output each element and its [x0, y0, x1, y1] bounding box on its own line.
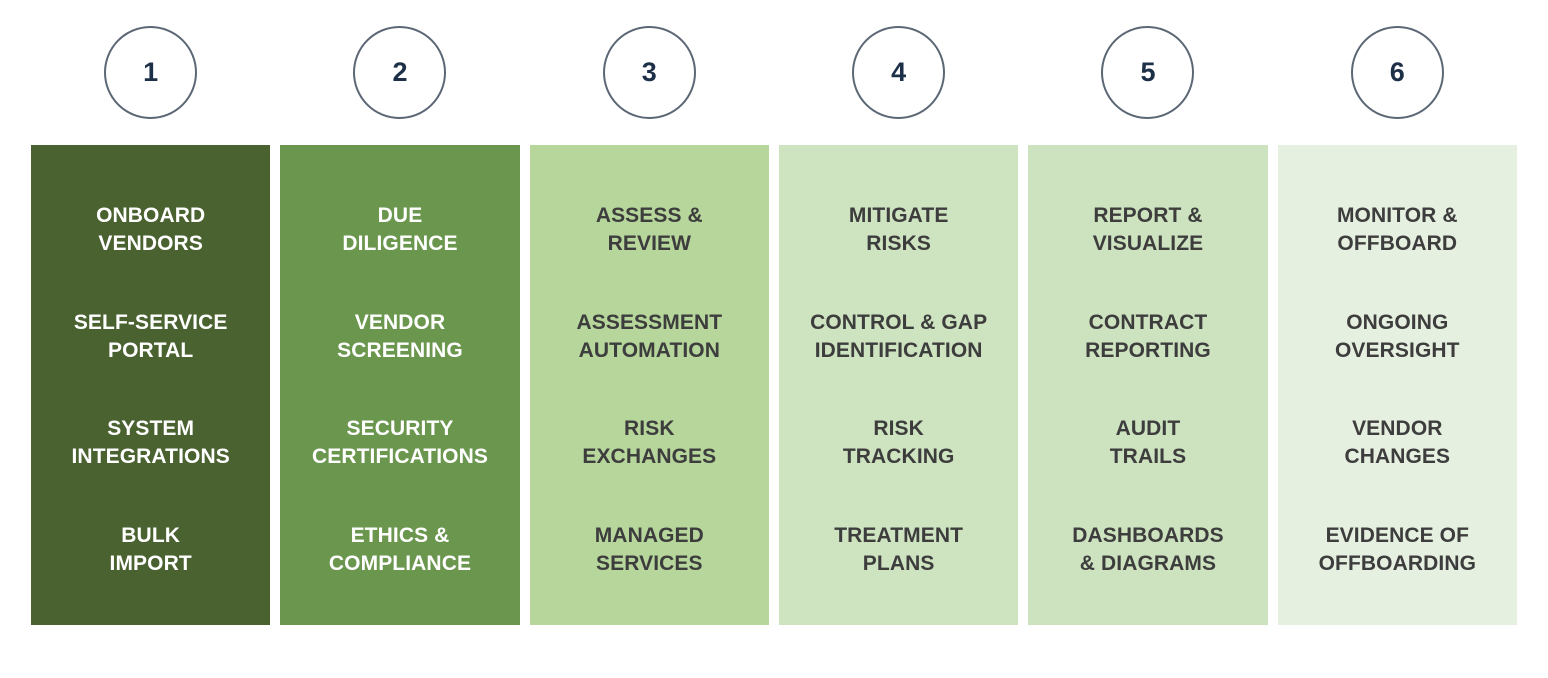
- stage-capability-item: VENDOR SCREENING: [337, 310, 463, 362]
- stage-heading: REPORT & VISUALIZE: [1092, 204, 1204, 256]
- step-number-label: 1: [143, 57, 159, 87]
- process-stage-band[interactable]: REPORT & VISUALIZE CONTRACT REPORTING AUDI…: [1028, 145, 1268, 625]
- stage-heading: DUE DILIGENCE: [342, 204, 458, 256]
- stage-capability-item: RISK TRACKING: [842, 417, 955, 469]
- step-number-circle[interactable]: 3: [602, 26, 696, 119]
- stage-capability-item: ONGOING OVERSIGHT: [1335, 310, 1460, 362]
- step-number-label: 4: [891, 57, 907, 87]
- step-circle-zone: 3: [530, 0, 769, 145]
- stage-capability-item: MANAGED SERVICES: [594, 523, 704, 575]
- step-number-circle[interactable]: 2: [353, 26, 447, 119]
- stage-capability-item: DASHBOARDS & DIAGRAMS: [1072, 523, 1224, 575]
- stage-capability-item: EVIDENCE OF OFFBOARDING: [1318, 523, 1477, 575]
- stage-capability-item: AUDIT TRAILS: [1109, 417, 1187, 469]
- step-number-label: 2: [392, 57, 408, 87]
- process-stage-band[interactable]: MITIGATE RISKS CONTROL & GAP IDENTIFICATI…: [778, 145, 1019, 625]
- stage-heading: ASSESS & REVIEW: [595, 204, 703, 256]
- step-circle-zone: 1: [31, 0, 270, 145]
- step-number-label: 6: [1389, 57, 1405, 87]
- stage-capability-item: CONTRACT REPORTING: [1085, 310, 1211, 362]
- stage-capability-item: SYSTEM INTEGRATIONS: [71, 417, 230, 469]
- stage-capability-item: ETHICS & COMPLIANCE: [328, 523, 472, 575]
- step-circle-zone: 4: [779, 0, 1018, 145]
- step-circle-zone: 2: [280, 0, 519, 145]
- stage-capability-item: CONTROL & GAP IDENTIFICATION: [810, 310, 988, 362]
- process-stage-band[interactable]: ASSESS & REVIEW ASSESSMENT AUTOMATION RISK…: [529, 145, 769, 625]
- process-stage-band[interactable]: DUE DILIGENCE VENDOR SCREENING SECURITY CE…: [280, 145, 520, 625]
- stage-capability-item: RISK EXCHANGES: [582, 417, 717, 469]
- stage-capability-item: VENDOR CHANGES: [1344, 417, 1451, 469]
- step-circle-zone: 6: [1278, 0, 1517, 145]
- stage-capability-item: SECURITY CERTIFICATIONS: [311, 417, 488, 469]
- step-number-label: 5: [1140, 57, 1156, 87]
- process-stage-band[interactable]: MONITOR & OFFBOARD ONGOING OVERSIGHT VENDO…: [1277, 145, 1517, 625]
- process-stage-band[interactable]: ONBOARD VENDORS SELF-SERVICE PORTAL SYSTEM…: [31, 145, 271, 625]
- stage-capability-item: TREATMENT PLANS: [834, 523, 964, 575]
- stage-capability-item: SELF-SERVICE PORTAL: [73, 310, 228, 362]
- stage-capability-item: BULK IMPORT: [109, 523, 192, 575]
- step-number-circle[interactable]: 5: [1101, 26, 1195, 119]
- step-number-circle[interactable]: 4: [852, 26, 946, 119]
- stage-heading: ONBOARD VENDORS: [96, 204, 206, 256]
- stage-heading: MITIGATE RISKS: [848, 204, 949, 256]
- stage-capability-item: ASSESSMENT AUTOMATION: [576, 310, 723, 362]
- step-number-circle[interactable]: 1: [104, 26, 198, 119]
- step-number-circle[interactable]: 6: [1350, 26, 1444, 119]
- step-number-label: 3: [641, 57, 657, 87]
- stage-heading: MONITOR & OFFBOARD: [1336, 204, 1458, 256]
- step-circle-zone: 5: [1028, 0, 1267, 145]
